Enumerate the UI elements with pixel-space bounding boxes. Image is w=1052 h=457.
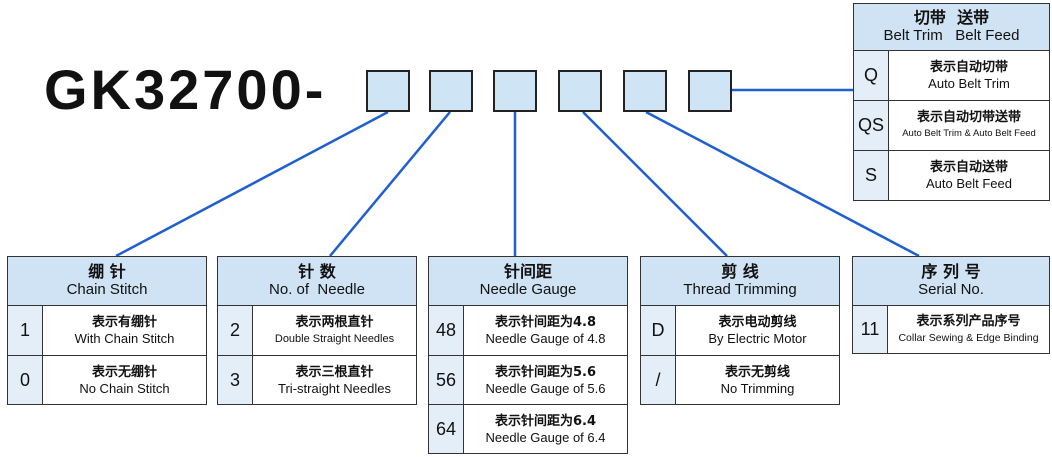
row-code: D xyxy=(641,306,676,355)
connector-trim xyxy=(582,111,728,257)
table-chain-stitch: 绷 针 Chain Stitch 1 表示有绷针 With Chain Stit… xyxy=(7,256,207,405)
table-serial-header: 序 列 号 Serial No. xyxy=(853,257,1049,306)
table-gauge-title-cn: 针间距 xyxy=(503,262,552,281)
row-desc-cn: 表示无绷针 xyxy=(91,364,157,380)
table-row: 2 表示两根直针 Double Straight Needles xyxy=(218,306,416,356)
row-desc-cn: 表示针间距为5.6 xyxy=(494,364,597,380)
code-slot-trim xyxy=(558,70,602,112)
code-slot-chain xyxy=(366,70,410,112)
table-row: 48 表示针间距为4.8 Needle Gauge of 4.8 xyxy=(429,306,627,356)
table-chain-title-en: Chain Stitch xyxy=(66,281,148,298)
row-desc-en: Auto Belt Trim xyxy=(928,76,1010,91)
row-desc-en: Collar Sewing & Edge Binding xyxy=(898,332,1039,344)
row-code: 11 xyxy=(853,306,888,353)
row-desc-en: Double Straight Needles xyxy=(274,333,395,345)
table-chain-header: 绷 针 Chain Stitch xyxy=(8,257,206,306)
row-desc-en: Tri-straight Needles xyxy=(278,380,391,396)
table-belt: 切带 送带 Belt Trim Belt Feed Q 表示自动切带 Auto … xyxy=(853,3,1050,201)
row-code: 3 xyxy=(218,356,253,404)
table-trim-title-cn: 剪 线 xyxy=(721,262,759,281)
table-needle-count: 针 数 No. of Needle 2 表示两根直针 Double Straig… xyxy=(217,256,417,405)
table-belt-header: 切带 送带 Belt Trim Belt Feed xyxy=(854,4,1049,51)
table-gauge-header: 针间距 Needle Gauge xyxy=(429,257,627,306)
row-code: Q xyxy=(854,51,889,100)
row-code: / xyxy=(641,356,676,404)
row-desc-en: Needle Gauge of 4.8 xyxy=(485,331,606,346)
row-desc-en: Auto Belt Feed xyxy=(926,176,1012,191)
row-desc-en: Needle Gauge of 5.6 xyxy=(485,380,606,396)
table-needle-header: 针 数 No. of Needle xyxy=(218,257,416,306)
row-desc-cn: 表示针间距为4.8 xyxy=(494,315,597,330)
row-code: 48 xyxy=(429,306,464,355)
code-slot-gauge xyxy=(493,70,537,112)
row-desc-en: With Chain Stitch xyxy=(74,331,175,346)
table-chain-title-cn: 绷 针 xyxy=(88,262,126,281)
row-code: 64 xyxy=(429,405,464,453)
row-code: S xyxy=(854,151,889,200)
row-desc-en: Needle Gauge of 6.4 xyxy=(485,429,606,445)
code-slot-serial xyxy=(623,70,667,112)
table-needle-title-cn: 针 数 xyxy=(298,262,336,281)
table-trim-title-en: Thread Trimming xyxy=(683,281,797,298)
connector-serial xyxy=(645,110,920,258)
table-thread-trimming: 剪 线 Thread Trimming D 表示电动剪线 By Electric… xyxy=(640,256,840,405)
row-desc-cn: 表示有绷针 xyxy=(91,315,157,330)
row-desc-cn: 表示三根直针 xyxy=(295,364,374,380)
row-code: QS xyxy=(854,101,889,150)
row-desc-en: By Electric Motor xyxy=(708,331,807,346)
table-row: Q 表示自动切带 Auto Belt Trim xyxy=(854,51,1049,101)
row-desc-cn: 表示两根直针 xyxy=(295,315,374,330)
connector-chain xyxy=(115,110,389,258)
row-desc-cn: 表示针间距为6.4 xyxy=(494,413,597,429)
table-row: 1 表示有绷针 With Chain Stitch xyxy=(8,306,206,356)
table-row: D 表示电动剪线 By Electric Motor xyxy=(641,306,839,356)
table-row: 64 表示针间距为6.4 Needle Gauge of 6.4 xyxy=(429,405,627,453)
connector-needle xyxy=(329,111,451,257)
code-slot-needle xyxy=(429,70,473,112)
model-code: GK32700- xyxy=(44,58,327,121)
code-slot-belt xyxy=(688,70,732,112)
table-row: / 表示无剪线 No Trimming xyxy=(641,356,839,404)
table-belt-title-en: Belt Trim Belt Feed xyxy=(883,27,1020,44)
row-code: 1 xyxy=(8,306,43,355)
table-belt-title-cn: 切带 送带 xyxy=(913,8,990,27)
row-code: 56 xyxy=(429,356,464,404)
row-desc-cn: 表示系列产品序号 xyxy=(916,314,1021,329)
row-desc-cn: 表示自动送带 xyxy=(929,160,1008,175)
table-row: 0 表示无绷针 No Chain Stitch xyxy=(8,356,206,404)
table-serial-title-en: Serial No. xyxy=(918,281,984,298)
table-row: 56 表示针间距为5.6 Needle Gauge of 5.6 xyxy=(429,356,627,405)
row-desc-cn: 表示自动切带 xyxy=(929,60,1008,75)
table-needle-gauge: 针间距 Needle Gauge 48 表示针间距为4.8 Needle Gau… xyxy=(428,256,628,454)
row-desc-cn: 表示自动切带送带 xyxy=(916,110,1021,125)
table-row: 3 表示三根直针 Tri-straight Needles xyxy=(218,356,416,404)
row-desc-en: No Chain Stitch xyxy=(79,380,170,396)
row-desc-cn: 表示无剪线 xyxy=(724,364,790,380)
table-row: S 表示自动送带 Auto Belt Feed xyxy=(854,151,1049,200)
row-desc-en: Auto Belt Trim & Auto Belt Feed xyxy=(902,128,1036,139)
table-serial-no: 序 列 号 Serial No. 11 表示系列产品序号 Collar Sewi… xyxy=(852,256,1050,354)
row-code: 2 xyxy=(218,306,253,355)
table-needle-title-en: No. of Needle xyxy=(269,281,365,298)
row-desc-cn: 表示电动剪线 xyxy=(718,315,797,330)
table-gauge-title-en: Needle Gauge xyxy=(479,281,577,298)
table-serial-title-cn: 序 列 号 xyxy=(921,262,981,281)
table-trim-header: 剪 线 Thread Trimming xyxy=(641,257,839,306)
table-row: QS 表示自动切带送带 Auto Belt Trim & Auto Belt F… xyxy=(854,101,1049,151)
row-desc-en: No Trimming xyxy=(720,380,795,396)
table-row: 11 表示系列产品序号 Collar Sewing & Edge Binding xyxy=(853,306,1049,353)
row-code: 0 xyxy=(8,356,43,404)
